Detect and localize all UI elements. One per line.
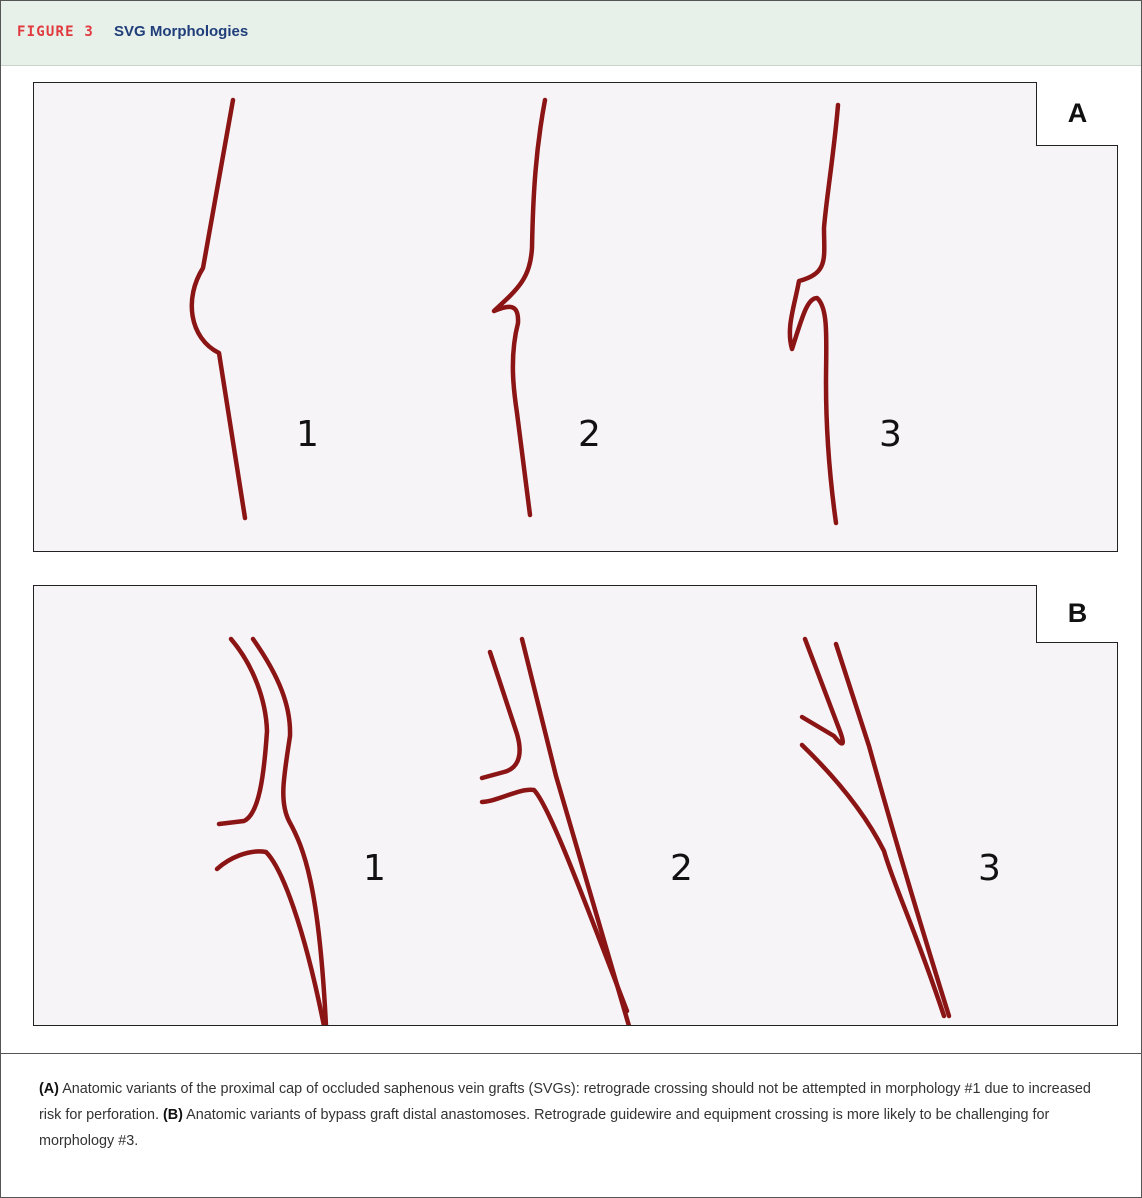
caption-b-tag: (B) bbox=[163, 1107, 183, 1123]
panel-a-drawing: 1 2 3 bbox=[34, 83, 1117, 551]
svg-morphology-b2-left bbox=[482, 652, 520, 778]
caption-b-text: Anatomic variants of bypass graft distal… bbox=[39, 1107, 1049, 1149]
svg-morphology-a2 bbox=[494, 100, 545, 515]
panel-b: 1 2 3 B bbox=[33, 585, 1118, 1026]
svg-morphology-a3 bbox=[790, 105, 838, 523]
svg-morphology-a1 bbox=[192, 100, 245, 518]
svg-morphology-b3-branch bbox=[802, 745, 944, 1016]
figure-title: SVG Morphologies bbox=[114, 23, 248, 40]
figure-header: FIGURE 3 SVG Morphologies bbox=[1, 1, 1141, 66]
figure-caption: (A) Anatomic variants of the proximal ca… bbox=[39, 1076, 1109, 1154]
morphology-number-b3: 3 bbox=[978, 848, 1001, 889]
morphology-number-b1: 1 bbox=[363, 848, 386, 889]
caption-a-tag: (A) bbox=[39, 1081, 59, 1097]
svg-morphology-b2-branch bbox=[482, 790, 627, 1011]
panel-b-drawing: 1 2 3 bbox=[34, 586, 1117, 1025]
panel-a: 1 2 3 A bbox=[33, 82, 1118, 552]
morphology-number-a2: 2 bbox=[578, 414, 601, 455]
morphology-number-b2: 2 bbox=[670, 848, 693, 889]
panel-a-letter: A bbox=[1036, 82, 1118, 146]
morphology-number-a3: 3 bbox=[879, 414, 902, 455]
svg-morphology-b1-outer-right bbox=[253, 639, 326, 1025]
svg-morphology-b3-left bbox=[802, 639, 843, 743]
figure-label: FIGURE 3 bbox=[17, 24, 94, 40]
panel-b-letter: B bbox=[1036, 585, 1118, 643]
morphology-number-a1: 1 bbox=[296, 414, 319, 455]
caption-divider bbox=[1, 1053, 1141, 1054]
svg-morphology-b1-outer-left bbox=[219, 639, 267, 824]
svg-morphology-b2-right bbox=[522, 639, 629, 1025]
svg-morphology-b3-right bbox=[836, 644, 949, 1016]
